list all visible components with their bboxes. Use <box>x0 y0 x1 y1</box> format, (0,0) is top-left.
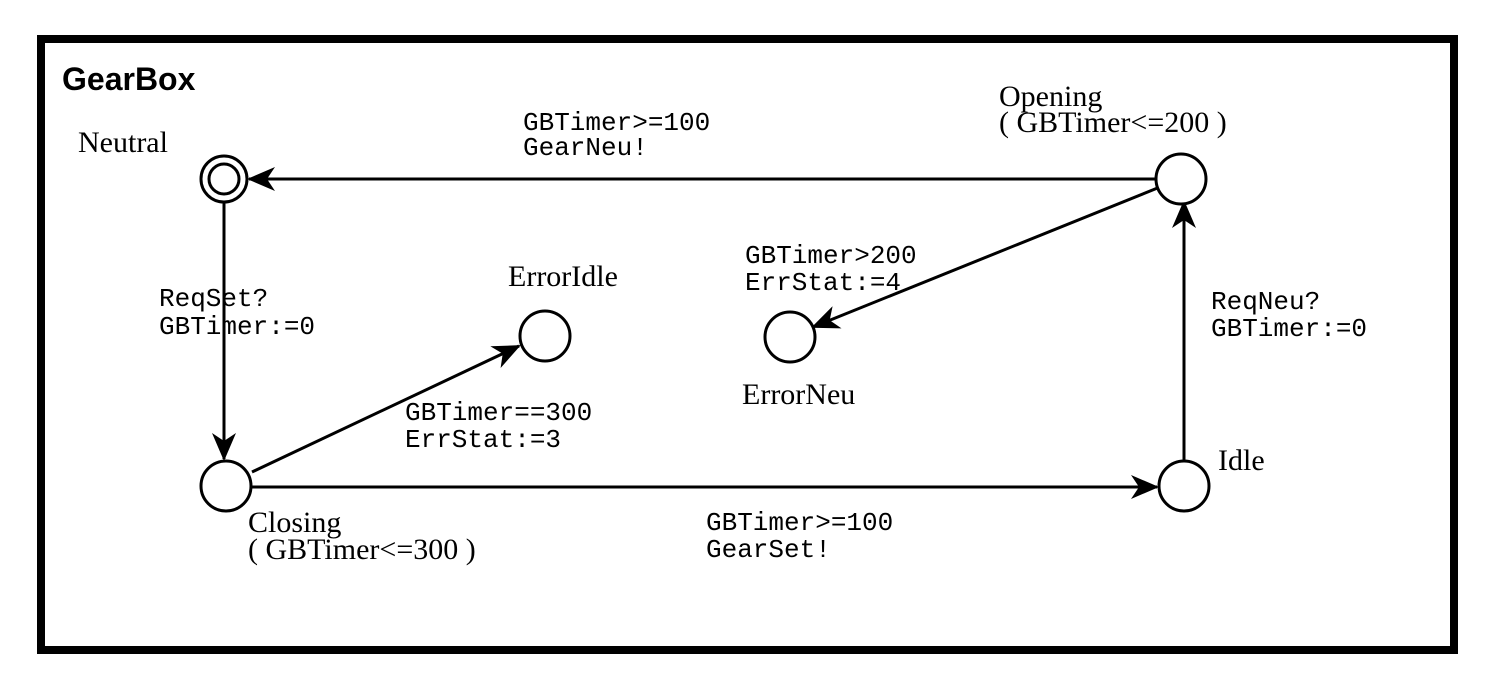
automaton-frame <box>37 35 1458 654</box>
edge-closing-to-idle-action: GearSet! <box>706 535 831 565</box>
location-error-idle-name: ErrorIdle <box>508 260 618 293</box>
location-opening <box>1154 152 1208 206</box>
edge-opening-to-error-neu-update: ErrStat:=4 <box>745 268 901 298</box>
location-idle <box>1157 459 1211 513</box>
location-closing <box>199 459 253 513</box>
edge-idle-to-opening-sync: ReqNeu? <box>1211 287 1320 317</box>
location-idle-name: Idle <box>1218 444 1265 477</box>
edge-closing-to-idle-guard: GBTimer>=100 <box>706 508 893 538</box>
location-closing-invariant: ( GBTimer<=300 ) <box>248 533 476 566</box>
automaton-title: GearBox <box>62 61 196 97</box>
edge-opening-to-error-neu <box>811 185 1161 329</box>
edge-neutral-to-closing-update: GBTimer:=0 <box>159 312 315 342</box>
location-opening-invariant: ( GBTimer<=200 ) <box>999 106 1227 139</box>
location-closing-name: Closing <box>248 506 341 539</box>
edge-opening-to-neutral-guard: GBTimer>=100 <box>523 108 710 138</box>
edge-idle-to-opening-update: GBTimer:=0 <box>1211 314 1367 344</box>
location-opening-name: Opening <box>999 80 1102 113</box>
edge-opening-to-error-neu-guard: GBTimer>200 <box>745 241 917 271</box>
location-neutral <box>199 154 249 204</box>
location-neutral-name: Neutral <box>78 126 168 159</box>
initial-location-marker <box>207 162 241 196</box>
edge-closing-to-error-idle-guard: GBTimer==300 <box>405 398 592 428</box>
edge-closing-to-error-idle <box>251 344 521 474</box>
location-error-neu-name: ErrorNeu <box>742 378 855 411</box>
edge-opening-to-neutral-action: GearNeu! <box>523 133 648 163</box>
edge-neutral-to-closing-sync: ReqSet? <box>159 284 268 314</box>
location-error-neu <box>763 310 817 364</box>
edge-closing-to-error-idle-update: ErrStat:=3 <box>405 425 561 455</box>
location-error-idle <box>518 309 572 363</box>
